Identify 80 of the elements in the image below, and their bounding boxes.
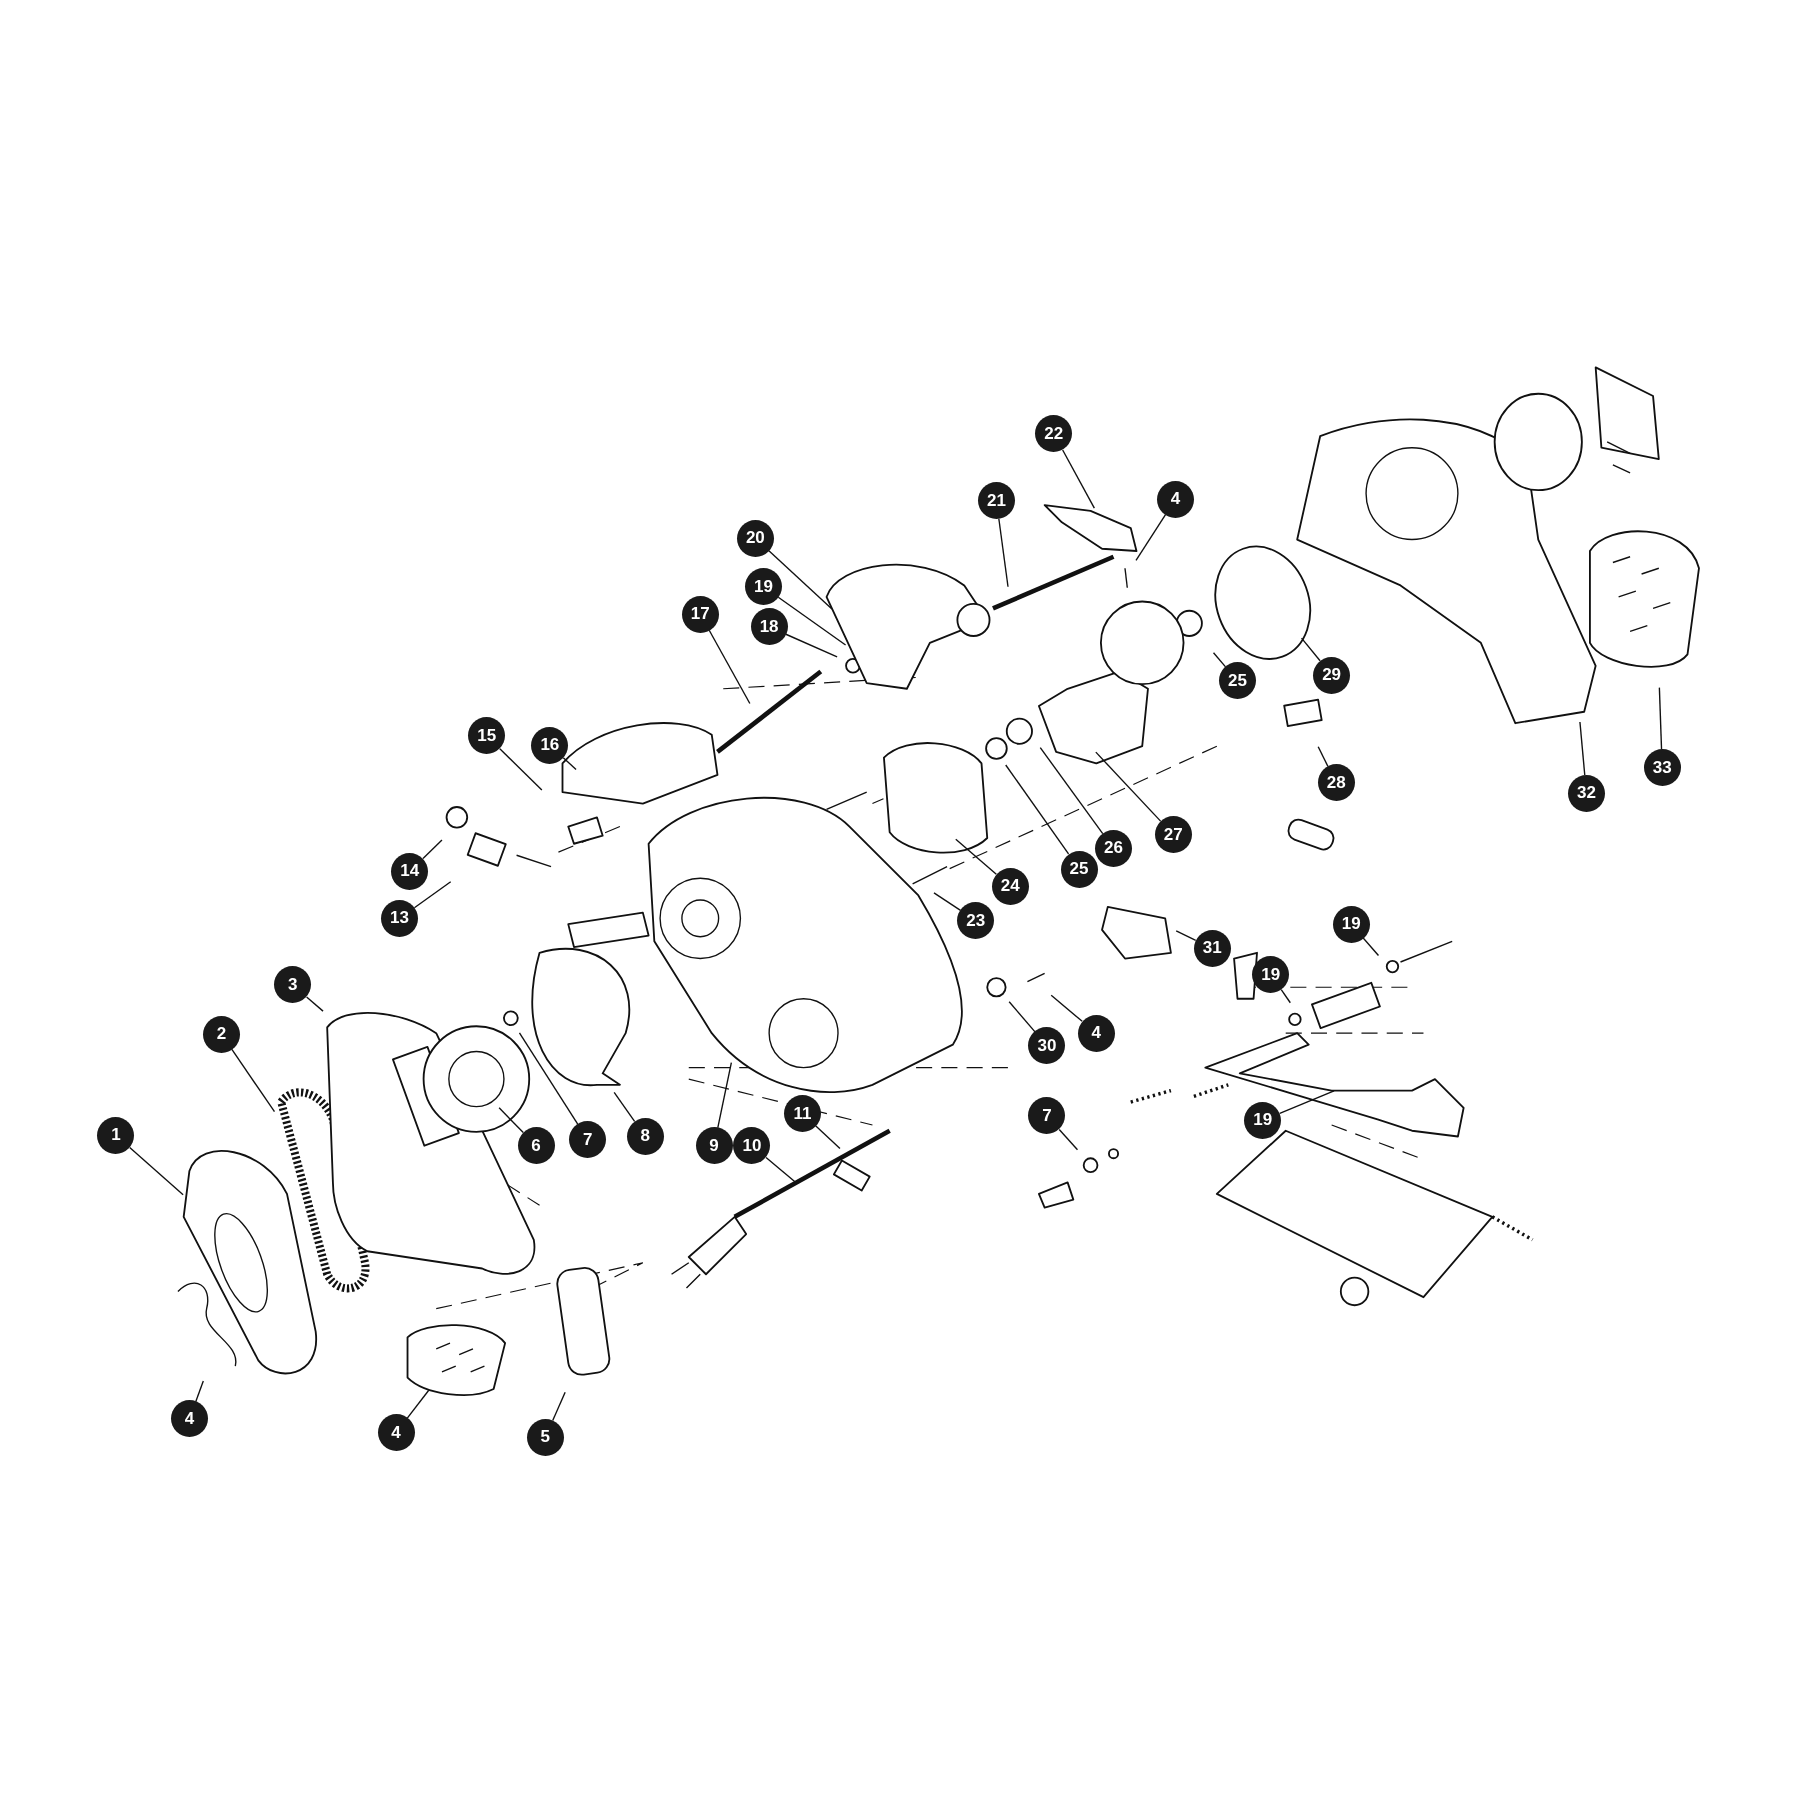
callout-number: 28 <box>1317 764 1355 802</box>
leader-line <box>499 748 543 791</box>
callout-number: 4 <box>1157 480 1194 518</box>
leader-line <box>552 1391 566 1422</box>
callout-number: 27 <box>1154 816 1192 854</box>
callout-number: 5 <box>526 1418 564 1456</box>
leader-line <box>498 1107 524 1134</box>
callout-number: 30 <box>1028 1027 1066 1065</box>
callout-number: 11 <box>783 1095 821 1132</box>
callout-number: 26 <box>1095 829 1132 867</box>
callout-number: 13 <box>381 899 418 937</box>
leader-line <box>231 1048 276 1113</box>
callout-number: 31 <box>1193 929 1231 967</box>
callout-number: 19 <box>1244 1101 1282 1139</box>
callout-number: 21 <box>977 482 1015 519</box>
leader-line <box>1008 1001 1036 1033</box>
leader-line <box>1212 652 1227 668</box>
leader-line <box>933 892 962 912</box>
callout-number: 19 <box>744 568 782 606</box>
callout-number: 17 <box>681 595 719 633</box>
leader-line <box>785 633 838 658</box>
callout-number: 7 <box>569 1121 607 1159</box>
leader-line <box>518 1032 579 1126</box>
leader-line <box>708 629 751 705</box>
callout-number: 6 <box>517 1127 555 1165</box>
leader-line <box>422 839 443 860</box>
leader-line <box>129 1146 184 1196</box>
leader-line <box>1280 988 1291 1004</box>
callout-number: 19 <box>1252 956 1290 994</box>
leader-line <box>1658 686 1663 751</box>
callout-number: 19 <box>1332 905 1370 943</box>
callout-number: 33 <box>1643 749 1681 787</box>
callout-number: 23 <box>957 902 995 940</box>
leader-line <box>1095 751 1162 822</box>
leader-line <box>1062 449 1096 509</box>
callout-number: 10 <box>733 1127 771 1165</box>
callout-number: 22 <box>1035 415 1073 453</box>
callout-number: 25 <box>1219 662 1256 700</box>
leader-line <box>1050 994 1083 1023</box>
callout-number: 2 <box>203 1015 241 1053</box>
leader-line <box>1317 746 1329 768</box>
leader-line <box>955 838 997 875</box>
leader-line <box>195 1380 204 1403</box>
callout-number: 18 <box>750 608 788 646</box>
leader-line <box>413 881 452 909</box>
leader-line <box>562 756 577 771</box>
callout-number: 3 <box>274 966 312 1004</box>
callout-number: 25 <box>1060 850 1098 888</box>
leader-line <box>998 518 1009 588</box>
callout-number: 32 <box>1567 774 1605 812</box>
callout-number: 1 <box>97 1116 135 1154</box>
leader-line <box>1039 746 1104 835</box>
leader-line <box>1362 937 1380 957</box>
callout-number: 9 <box>695 1127 733 1165</box>
leader-line <box>768 550 833 610</box>
leader-line <box>305 996 324 1012</box>
leader-line <box>1175 930 1197 941</box>
callout-number: 20 <box>736 519 774 557</box>
leader-line <box>717 1062 733 1129</box>
callout-number: 24 <box>991 867 1029 905</box>
callout-number: 16 <box>531 726 569 764</box>
leader-line <box>1279 1090 1335 1115</box>
leader-line <box>1579 721 1586 776</box>
callout-number: 4 <box>170 1400 208 1438</box>
callout-number: 4 <box>377 1414 415 1452</box>
leader-line <box>815 1125 841 1150</box>
callout-number: 8 <box>626 1117 664 1155</box>
leader-line <box>765 1156 798 1185</box>
leader-line <box>406 1389 430 1419</box>
leader-line <box>1005 764 1070 855</box>
callout-number: 14 <box>391 852 429 890</box>
leader-line <box>613 1091 636 1123</box>
callout-number: 4 <box>1077 1014 1115 1052</box>
callout-number: 7 <box>1028 1097 1066 1135</box>
leader-line <box>1300 637 1321 662</box>
leader-line <box>1135 514 1167 562</box>
callout-number: 29 <box>1313 656 1351 694</box>
callout-number: 15 <box>468 717 506 755</box>
leader-line <box>777 596 847 646</box>
leader-line <box>1058 1128 1079 1151</box>
